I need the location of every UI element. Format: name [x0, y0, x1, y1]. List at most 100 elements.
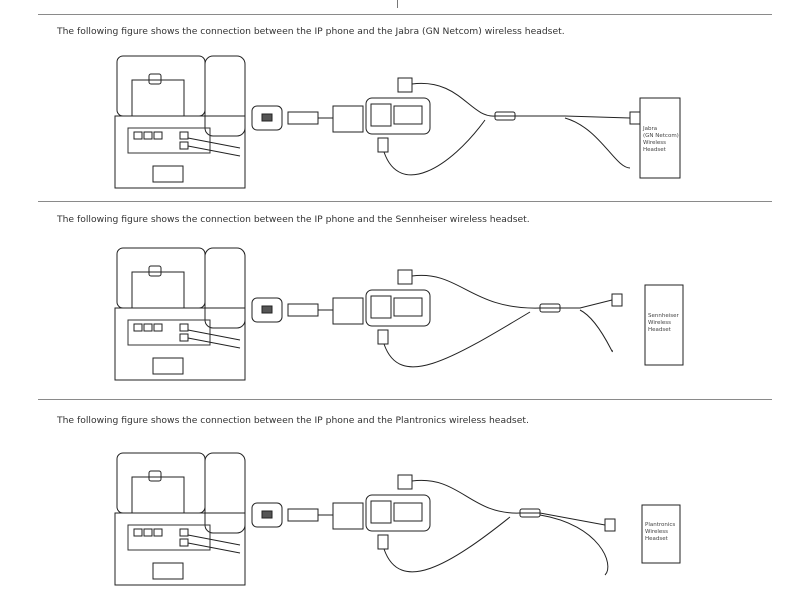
- divider: [38, 14, 772, 15]
- handset-port-icon: [179, 333, 189, 342]
- splitter-joint: [539, 303, 561, 313]
- phone-base: [114, 115, 246, 189]
- rj9-port-icon: [370, 103, 392, 127]
- usb-port-icon: [251, 105, 283, 131]
- usb-symbol-icon: [261, 305, 273, 314]
- ethernet-port-icon: [143, 528, 153, 537]
- headset-label-box: [641, 504, 681, 564]
- port-panel: [127, 524, 211, 551]
- headset-label-box: [644, 284, 684, 366]
- phone-stand: [131, 476, 185, 514]
- rj9-plug-icon: [397, 269, 413, 285]
- rj45-port-icon: [393, 105, 423, 125]
- stand-latch-icon: [148, 265, 162, 277]
- headset-connector-icon: [611, 293, 623, 307]
- splitter-joint: [494, 111, 516, 121]
- ip-phone-back: [114, 247, 246, 381]
- splitter-cable: [383, 311, 531, 368]
- usb-adapter: [332, 105, 364, 133]
- ethernet-port-icon: [143, 323, 153, 332]
- splitter-joint: [519, 508, 541, 518]
- caption-plantronics: The following figure shows the connectio…: [57, 415, 529, 426]
- splitter-cable: [383, 516, 511, 573]
- splitter-cable: [539, 514, 609, 576]
- headset-port-icon: [179, 528, 189, 537]
- rj9-plug-icon: [397, 77, 413, 93]
- rj9-plug-icon: [377, 534, 389, 550]
- ethernet-port-icon: [133, 323, 143, 332]
- phone-foot: [152, 357, 184, 375]
- headset-label-line: Sennheiser: [648, 313, 679, 319]
- phone-handset-side: [204, 55, 246, 137]
- splitter-cable: [564, 117, 631, 169]
- headset-label-line: Wireless: [648, 320, 671, 326]
- headset-label-line: Headset: [643, 147, 667, 153]
- splitter-cable: [411, 82, 631, 119]
- headset-label-line: Wireless: [643, 140, 666, 146]
- page-marker: [397, 0, 398, 8]
- rj9-port-icon: [370, 500, 392, 524]
- rj9-port-icon: [370, 295, 392, 319]
- ethernet-port-icon: [153, 131, 163, 140]
- ehs-module: [365, 289, 431, 327]
- phone-cable: [187, 534, 241, 554]
- ethernet-port-icon: [133, 528, 143, 537]
- caption-sennheiser: The following figure shows the connectio…: [57, 214, 530, 225]
- headset-label-line: Wireless: [645, 529, 668, 535]
- phone-cable: [187, 137, 241, 157]
- rj9-plug-icon: [397, 474, 413, 490]
- usb-symbol-icon: [261, 113, 273, 122]
- caption-jabra: The following figure shows the connectio…: [57, 26, 565, 37]
- usb-port-icon: [251, 502, 283, 528]
- usb-adapter: [332, 297, 364, 325]
- phone-base: [114, 307, 246, 381]
- ethernet-port-icon: [143, 131, 153, 140]
- ethernet-port-icon: [133, 131, 143, 140]
- phone-base: [114, 512, 246, 586]
- headset-label-line: Headset: [648, 327, 672, 333]
- phone-handset-side: [204, 247, 246, 329]
- usb-plug-icon: [287, 111, 319, 125]
- phone-foot: [152, 165, 184, 183]
- splitter-cable: [383, 119, 486, 176]
- ip-phone-back: [114, 452, 246, 586]
- port-panel: [127, 127, 211, 154]
- phone-stand: [131, 79, 185, 117]
- phone-display: [116, 452, 206, 514]
- phone-foot: [152, 562, 184, 580]
- rj45-port-icon: [393, 502, 423, 522]
- divider: [38, 201, 772, 202]
- phone-handset-side: [204, 452, 246, 534]
- usb-plug-icon: [287, 508, 319, 522]
- headset-port-icon: [179, 131, 189, 140]
- headset-label-box: [639, 97, 681, 179]
- headset-connector-icon: [604, 518, 616, 532]
- ethernet-port-icon: [153, 528, 163, 537]
- usb-symbol-icon: [261, 510, 273, 519]
- handset-port-icon: [179, 141, 189, 150]
- ehs-module: [365, 97, 431, 135]
- headset-port-icon: [179, 323, 189, 332]
- headset-label-line: Plantronics: [645, 522, 675, 528]
- ethernet-port-icon: [153, 323, 163, 332]
- phone-display: [116, 55, 206, 117]
- phone-cable: [187, 329, 241, 349]
- handset-port-icon: [179, 538, 189, 547]
- splitter-cable: [579, 309, 613, 353]
- rj45-port-icon: [393, 297, 423, 317]
- rj9-plug-icon: [377, 329, 389, 345]
- port-panel: [127, 319, 211, 346]
- headset-label-line: (GN Netcom): [643, 133, 679, 139]
- headset-label-line: Jabra: [642, 126, 657, 132]
- usb-adapter: [332, 502, 364, 530]
- usb-port-icon: [251, 297, 283, 323]
- ehs-module: [365, 494, 431, 532]
- ip-phone-back: [114, 55, 246, 189]
- headset-label-line: Headset: [645, 536, 669, 542]
